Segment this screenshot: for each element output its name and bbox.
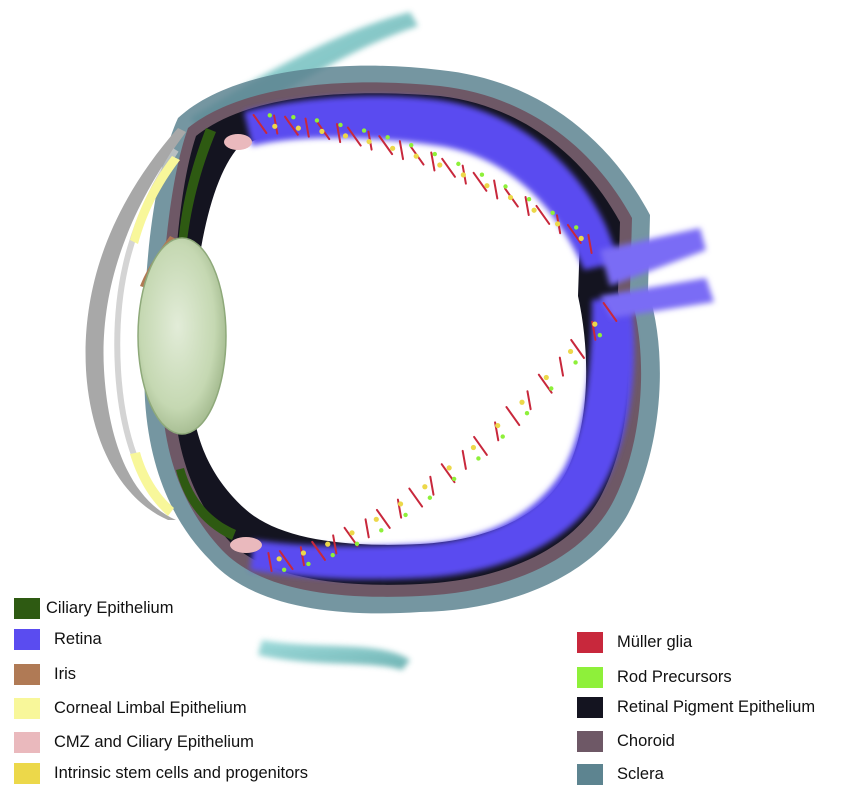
rod-precursor-cell [268,113,272,117]
swatch-rod-precursors [577,667,603,688]
rod-precursor-cell [385,135,389,139]
stem-cell [555,221,560,226]
stem-cell [277,556,282,561]
stem-cell [484,183,489,188]
stem-cell [414,154,419,159]
rod-precursor-cell [379,528,383,532]
legend-label-stem-cells: Intrinsic stem cells and progenitors [54,764,308,783]
legend-label-ciliary-epithelium: Ciliary Epithelium [46,599,173,618]
stem-cell [461,172,466,177]
legend-label-muller-glia: Müller glia [617,633,692,652]
swatch-ciliary-epithelium [14,598,40,619]
stem-cell [301,550,306,555]
stem-cell [531,208,536,213]
legend-item-retina: Retina [14,628,102,650]
rod-precursor-cell [574,225,578,229]
swatch-muller-glia [577,632,603,653]
rod-precursor-cell [433,152,437,156]
rod-precursor-cell [525,411,529,415]
stem-cell [422,484,427,489]
rod-precursor-cell [598,333,602,337]
rod-precursor-cell [282,568,286,572]
stem-cell [579,236,584,241]
legend-item-rpe: Retinal Pigment Epithelium [577,696,815,718]
legend-label-corneal-limbal-epithelium: Corneal Limbal Epithelium [54,699,247,718]
swatch-sclera [577,764,603,785]
stem-cell [519,400,524,405]
legend-label-cmz: CMZ and Ciliary Epithelium [54,733,254,752]
rod-precursor-cell [428,496,432,500]
rod-precursor-cell [362,128,366,132]
rod-precursor-cell [315,118,319,122]
legend-item-sclera: Sclera [577,763,664,785]
stem-cell [325,542,330,547]
rod-precursor-cell [501,434,505,438]
rod-precursor-cell [550,211,554,215]
swatch-corneal-limbal-epithelium [14,698,40,719]
rod-precursor-cell [480,173,484,177]
legend-item-stem-cells: Intrinsic stem cells and progenitors [14,762,308,784]
legend-label-choroid: Choroid [617,732,675,751]
rod-precursor-cell [503,184,507,188]
legend-item-ciliary-epithelium: Ciliary Epithelium [14,597,173,619]
stem-cell [508,195,513,200]
legend-item-muller-glia: Müller glia [577,631,692,653]
legend-label-rpe: Retinal Pigment Epithelium [617,698,815,717]
stem-cell [437,162,442,167]
stem-cell [398,501,403,506]
stem-cell [471,445,476,450]
rod-precursor-cell [452,477,456,481]
stem-cell [544,375,549,380]
swatch-rpe [577,697,603,718]
swatch-retina [14,629,40,650]
rod-precursor-cell [331,553,335,557]
lens [138,238,226,434]
legend-item-corneal-limbal-epithelium: Corneal Limbal Epithelium [14,697,247,719]
stem-cell [390,146,395,151]
legend-label-retina: Retina [54,630,102,649]
stem-cell [349,530,354,535]
stem-cell [374,517,379,522]
stem-cell [272,124,277,129]
rod-precursor-cell [456,162,460,166]
legend-label-iris: Iris [54,665,76,684]
stem-cell [319,129,324,134]
stem-cell [447,465,452,470]
legend-label-rod-precursors: Rod Precursors [617,668,732,687]
stem-cell [296,126,301,131]
swatch-cmz [14,732,40,753]
stem-cell [495,423,500,428]
legend-label-sclera: Sclera [617,765,664,784]
stem-cell [568,349,573,354]
rod-precursor-cell [291,115,295,119]
swatch-stem-cells [14,763,40,784]
rod-precursor-cell [306,562,310,566]
rod-precursor-cell [355,542,359,546]
stem-cell [592,322,597,327]
stem-cell [343,133,348,138]
rod-precursor-cell [573,360,577,364]
swatch-iris [14,664,40,685]
rod-precursor-cell [549,386,553,390]
legend-item-cmz: CMZ and Ciliary Epithelium [14,731,254,753]
legend-item-iris: Iris [14,663,76,685]
rod-precursor-cell [527,197,531,201]
rod-precursor-cell [403,513,407,517]
legend-item-choroid: Choroid [577,730,675,752]
legend-item-rod-precursors: Rod Precursors [577,666,732,688]
stem-cell [366,139,371,144]
rod-precursor-cell [338,123,342,127]
rod-precursor-cell [409,143,413,147]
rod-precursor-cell [476,456,480,460]
swatch-choroid [577,731,603,752]
